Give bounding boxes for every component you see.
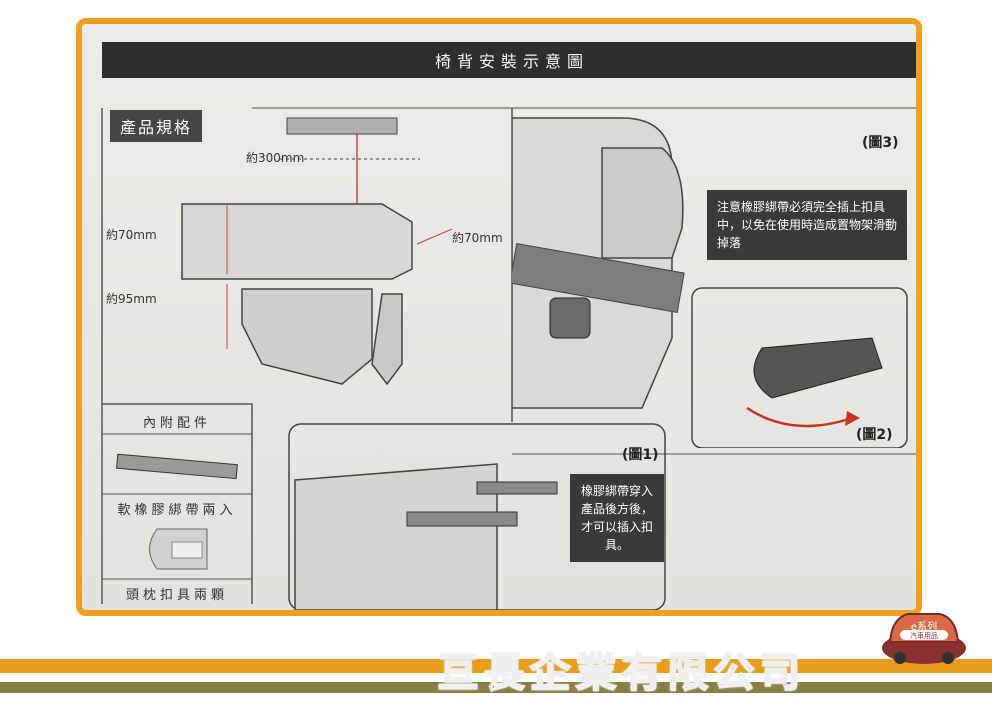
instruction-note: 橡膠綁帶穿入產品後方後，才可以插入扣具。 bbox=[570, 474, 664, 562]
dim-depth: 約70mm bbox=[452, 231, 503, 245]
accessory-strap: 軟橡膠綁帶兩入 bbox=[117, 503, 237, 518]
page-title: 椅背安裝示意圖 bbox=[102, 42, 916, 78]
figure-1-label: (圖1) bbox=[622, 447, 659, 463]
dim-width: 約300mm bbox=[246, 151, 305, 165]
dim-height2: 約95mm bbox=[106, 292, 157, 306]
product-drawing bbox=[181, 117, 453, 386]
strap-icon bbox=[116, 453, 238, 480]
accessory-buckle: 頭枕扣具兩顆 bbox=[125, 588, 228, 603]
buckle-icon bbox=[149, 528, 208, 570]
footer-bar-bottom bbox=[0, 682, 992, 693]
dim-height1: 約70mm bbox=[106, 228, 157, 242]
logo-bottom-text: 汽車用品 bbox=[910, 631, 938, 640]
seat-illustration bbox=[512, 117, 908, 448]
warning-note: 注意橡膠綁帶必須完全插上扣具中，以免在使用時造成置物架滑動掉落 bbox=[707, 190, 907, 260]
accessories-title: 內附配件 bbox=[142, 416, 211, 431]
figure-3-label: (圖3) bbox=[862, 135, 899, 151]
car-logo-icon: e系列 汽車用品 bbox=[882, 613, 966, 664]
logo-top-text: e系列 bbox=[911, 620, 937, 633]
spec-label: 產品規格 bbox=[110, 110, 203, 142]
figure-2-label: (圖2) bbox=[856, 427, 893, 443]
diagram-frame: 椅背安裝示意圖 產品規格 約300mm 約70mm 約70mm 約95mm 內附… bbox=[76, 18, 922, 616]
footer-bar-top bbox=[0, 659, 992, 673]
figure-1-drawing bbox=[288, 423, 666, 610]
company-name: 亘長企業有限公司 bbox=[437, 648, 806, 697]
